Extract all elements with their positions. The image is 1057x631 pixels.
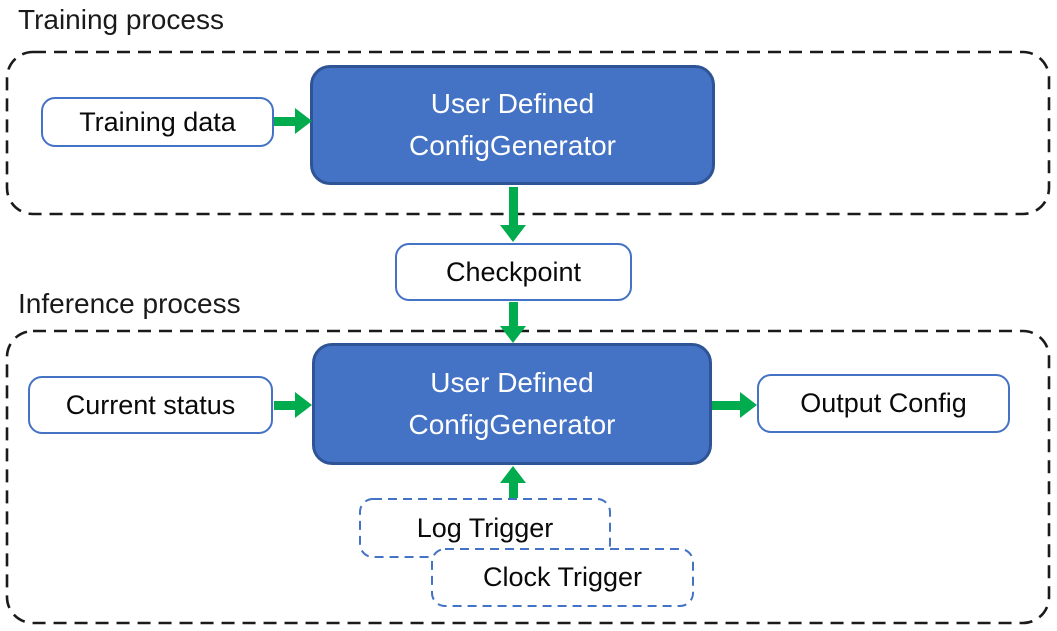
training-config-generator-line2: ConfigGenerator [408, 130, 616, 161]
arrow-generator-to-checkpoint [500, 187, 526, 242]
clock-trigger-label: Clock Trigger [482, 562, 643, 592]
arrow-checkpoint-to-inference-generator [500, 302, 526, 343]
training-config-generator-line1: User Defined [430, 88, 595, 119]
training-config-generator-box: User Defined ConfigGenerator [310, 65, 715, 185]
inference-process-label: Inference process [18, 288, 241, 319]
arrow-current-status-to-generator [274, 392, 312, 418]
inference-config-generator-line1: User Defined [430, 367, 594, 398]
output-config-box: Output Config [757, 374, 1010, 433]
inference-process-container [5, 329, 1051, 625]
training-process-container [5, 50, 1051, 216]
arrow-training-data-to-generator [274, 108, 312, 134]
arrow-generator-to-output-config [712, 392, 757, 418]
clock-trigger-box [431, 548, 694, 607]
arrow-triggers-to-generator [500, 466, 526, 498]
checkpoint-box: Checkpoint [395, 243, 632, 301]
inference-config-generator-box: User Defined ConfigGenerator [312, 343, 712, 465]
training-data-box: Training data [41, 97, 274, 147]
training-process-label: Training process [18, 4, 224, 35]
current-status-box: Current status [28, 376, 273, 434]
log-trigger-label: Log Trigger [416, 512, 554, 543]
inference-config-generator-line2: ConfigGenerator [408, 409, 616, 440]
